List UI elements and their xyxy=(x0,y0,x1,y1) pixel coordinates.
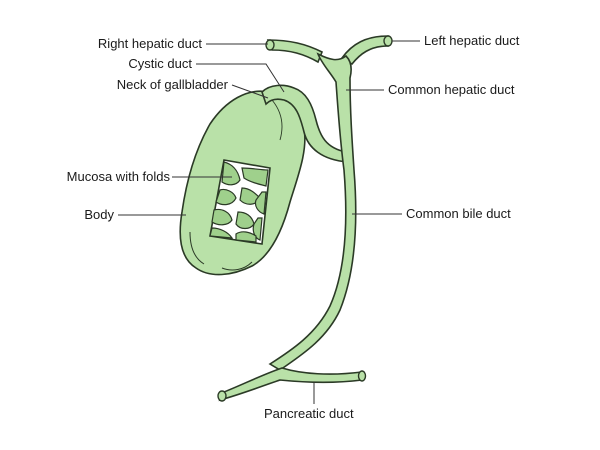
bile-duct-tree xyxy=(217,35,393,402)
mucosa-window xyxy=(209,159,271,245)
label-right-hepatic-duct: Right hepatic duct xyxy=(97,36,202,51)
label-neck-of-gallbladder: Neck of gallbladder xyxy=(116,77,228,92)
label-pancreatic-duct: Pancreatic duct xyxy=(264,406,354,421)
label-cystic-duct: Cystic duct xyxy=(128,56,192,71)
label-mucosa-with-folds: Mucosa with folds xyxy=(66,169,170,184)
label-common-hepatic-duct: Common hepatic duct xyxy=(388,82,515,97)
leader-cystic xyxy=(196,63,285,93)
label-left-hepatic-duct: Left hepatic duct xyxy=(424,33,520,48)
leader-lines xyxy=(118,40,420,404)
leader-neck xyxy=(231,84,269,99)
mucosa-folds xyxy=(209,161,269,243)
label-body: Body xyxy=(84,207,114,222)
label-common-bile-duct: Common bile duct xyxy=(406,206,511,221)
